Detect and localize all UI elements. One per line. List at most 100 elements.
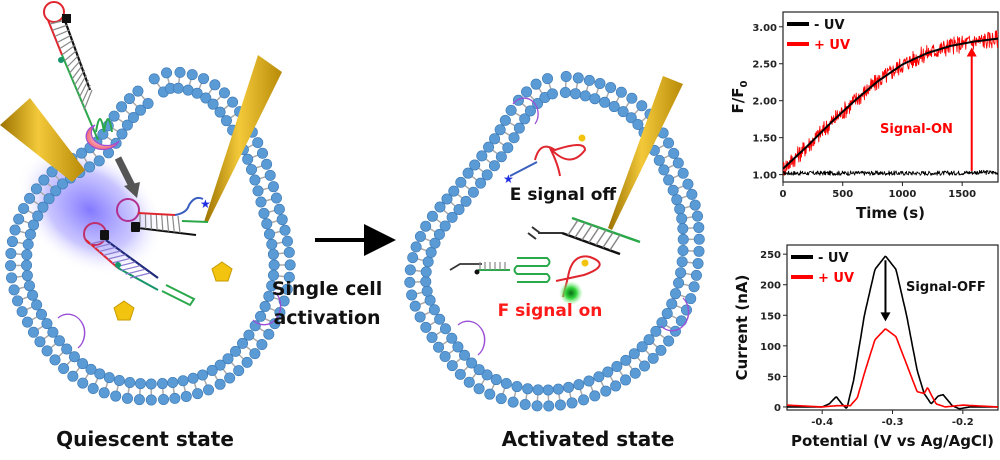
lipid-head — [428, 304, 440, 316]
x-tick-label: 1500 — [948, 189, 976, 200]
lipid-head — [650, 325, 662, 337]
lipid-head — [27, 326, 39, 338]
lipid-head — [611, 360, 623, 372]
lipid-head — [542, 384, 554, 396]
y-tick-label: 0 — [774, 403, 781, 414]
lipid-head — [489, 133, 501, 145]
lipid-head — [259, 300, 271, 312]
lipid-head — [636, 341, 648, 353]
lipid-head — [673, 277, 685, 289]
lipid-head — [441, 193, 453, 205]
lipid-head — [647, 352, 659, 364]
lock-icon — [100, 230, 109, 240]
lipid-head — [676, 213, 688, 225]
e-signal-label: E signal off — [510, 185, 617, 205]
lock-icon — [131, 222, 140, 232]
lipid-head — [267, 269, 279, 281]
lipid-head — [263, 290, 275, 302]
lipid-head — [629, 367, 641, 379]
lipid-head — [108, 110, 120, 122]
lipid-head — [459, 349, 471, 361]
lipid-head — [543, 400, 555, 412]
lipid-head — [414, 311, 426, 323]
lipid-head — [658, 164, 670, 176]
lipid-head — [422, 256, 434, 268]
lipid-head — [677, 223, 689, 235]
lipid-head — [214, 378, 226, 390]
lipid-head — [407, 252, 419, 264]
y-tick-label: 2.00 — [752, 97, 777, 108]
lipid-head — [693, 245, 705, 257]
lipid-head — [113, 374, 125, 386]
lipid-head — [453, 204, 465, 216]
lipid-head — [18, 202, 30, 214]
lipid-head — [203, 384, 215, 396]
lipid-head — [508, 132, 520, 144]
lipid-head — [530, 78, 542, 90]
lipid-head — [677, 245, 689, 257]
lipid-head — [77, 358, 89, 370]
lipid-head — [279, 224, 291, 236]
lipid-head — [426, 331, 438, 343]
lipid-head — [12, 295, 24, 307]
lipid-head — [50, 185, 62, 197]
lipid-head — [663, 335, 675, 347]
lipid-head — [21, 259, 33, 271]
lipid-head — [266, 280, 278, 292]
legend-label: - UV — [818, 251, 849, 266]
lipid-head — [148, 73, 160, 85]
chart1-legend: - UV+ UV — [787, 18, 850, 53]
lipid-head — [198, 73, 210, 85]
lipid-head — [692, 257, 704, 269]
lipid-head — [425, 246, 437, 258]
quiescent-state-label: Quiescent state — [56, 427, 234, 451]
lipid-head — [135, 104, 147, 116]
lipid-head — [448, 185, 460, 197]
lipid-head — [161, 67, 173, 79]
lipid-head — [680, 304, 692, 316]
lipid-head — [674, 203, 686, 215]
lipid-head — [572, 72, 584, 84]
lipid-head — [245, 163, 257, 175]
lipid-head — [420, 220, 432, 232]
lipid-head — [252, 137, 264, 149]
lipid-head — [481, 369, 493, 381]
lipid-head — [666, 298, 678, 310]
x-tick-label: -0.2 — [952, 417, 974, 428]
lipid-head — [283, 271, 295, 283]
lipid-head — [220, 115, 232, 127]
quencher-lock-icon — [62, 14, 71, 23]
lipid-head — [206, 364, 218, 376]
lipid-head — [278, 295, 290, 307]
lipid-head — [522, 383, 534, 395]
lipid-head — [156, 378, 168, 390]
quiescent-cell: ★ Quiescent state — [0, 1, 296, 451]
reporter-star-icon: ★ — [200, 197, 211, 211]
lipid-head — [67, 370, 79, 382]
activated-cell: ★ E signal off F signal on Activated sta… — [404, 71, 705, 451]
lipid-head — [688, 281, 700, 293]
y-tick-label: 1.00 — [752, 171, 777, 182]
lipid-head — [41, 318, 53, 330]
lipid-head — [495, 393, 507, 405]
lipid-head — [615, 86, 627, 98]
lipid-head — [439, 323, 451, 335]
lipid-head — [16, 306, 28, 318]
lipid-head — [693, 233, 705, 245]
lipid-head — [22, 238, 34, 250]
lipid-head — [207, 98, 219, 110]
chart1-y-axis-label: F/F0 — [729, 80, 750, 113]
lipid-head — [424, 294, 436, 306]
electrode-right-tip — [608, 76, 683, 230]
channel-protein — [512, 97, 539, 125]
lipid-head — [677, 233, 689, 245]
y-tick-label: 3.00 — [752, 23, 777, 34]
lipid-head — [653, 154, 665, 166]
signal-on-annotation: Signal-ON — [880, 122, 953, 137]
lipid-head — [519, 113, 531, 125]
lipid-head — [563, 381, 575, 393]
lipid-head — [103, 372, 115, 384]
electrode-left-tip — [204, 55, 282, 222]
lipid-head — [85, 363, 97, 375]
